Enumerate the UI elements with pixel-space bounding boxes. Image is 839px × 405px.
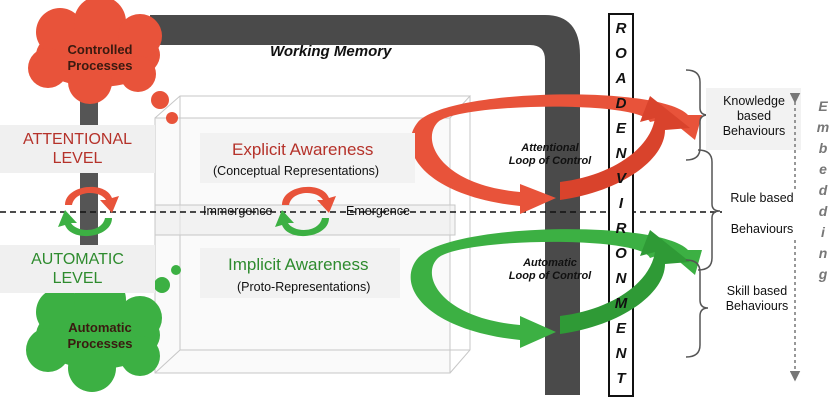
controlled-cloud [28, 0, 178, 124]
knowledge-based-behaviours: Knowledge based Behaviours [722, 94, 786, 138]
embedding-letter: d [818, 182, 828, 198]
embedding-letter: m [816, 119, 830, 135]
attentional-level-label: ATTENTIONAL LEVEL [22, 131, 133, 167]
road-environment-letter: R [615, 220, 627, 237]
automatic-level-label: AUTOMATIC LEVEL [31, 251, 124, 287]
attentional-loop-label: Attentional Loop of Control [508, 142, 592, 167]
embedding-letter: g [818, 266, 828, 282]
knowledge-bg [706, 88, 801, 150]
center-cycle-arrows [275, 186, 336, 237]
automatic-loop-label: Automatic Loop of Control [508, 257, 592, 282]
road-environment-letter: V [615, 170, 626, 187]
embedding-letter: E [818, 98, 828, 114]
attentional-loop-arrow [410, 94, 702, 214]
road-environment-letter: M [614, 295, 628, 312]
road-environment-letter: N [615, 270, 627, 287]
road-environment-letter: R [615, 20, 627, 37]
left-cycle-arrows [58, 186, 119, 237]
explicit-awareness-sub: (Conceptual Representations) [213, 164, 380, 178]
automatic-loop-arrow [410, 229, 702, 348]
road-environment-letter: T [616, 370, 626, 387]
road-environment-letter: I [618, 195, 624, 212]
automatic-processes-label: Automatic Processes [67, 320, 133, 351]
working-memory-title: Working Memory [270, 43, 392, 60]
explicit-awareness-label: Explicit Awareness [232, 140, 374, 159]
explicit-bg [200, 133, 415, 183]
road-environment-letter: E [615, 320, 626, 337]
embedding-letter: d [818, 203, 828, 219]
rule-based-behaviours: Rule based Behaviours [722, 191, 802, 237]
road-environment-box [608, 13, 634, 397]
road-environment-letter: A [615, 70, 627, 87]
road-environment-letter: E [615, 120, 626, 137]
road-environment-letter: N [615, 145, 627, 162]
road-environment-letter: O [615, 45, 627, 62]
automatic-level-bg [0, 245, 155, 293]
attentional-level-bg [0, 125, 155, 173]
controlled-processes-label: Controlled Processes [67, 42, 133, 73]
road-environment-letter: D [615, 95, 627, 112]
road-environment-letter: N [615, 345, 627, 362]
embedding-letter: n [818, 245, 828, 261]
implicit-bg [200, 248, 400, 298]
immergence-label: Immergence [203, 204, 273, 218]
implicit-awareness-sub: (Proto-Representations) [237, 280, 371, 294]
implicit-awareness-label: Implicit Awareness [228, 255, 369, 274]
embedding-letter: e [819, 161, 827, 177]
road-environment-letter: O [615, 245, 627, 262]
embedding-letter: b [818, 140, 828, 156]
skill-based-behaviours: Skill based Behaviours [725, 284, 789, 313]
embedding-letter: i [821, 224, 825, 240]
emergence-label: Emergence [346, 204, 410, 218]
